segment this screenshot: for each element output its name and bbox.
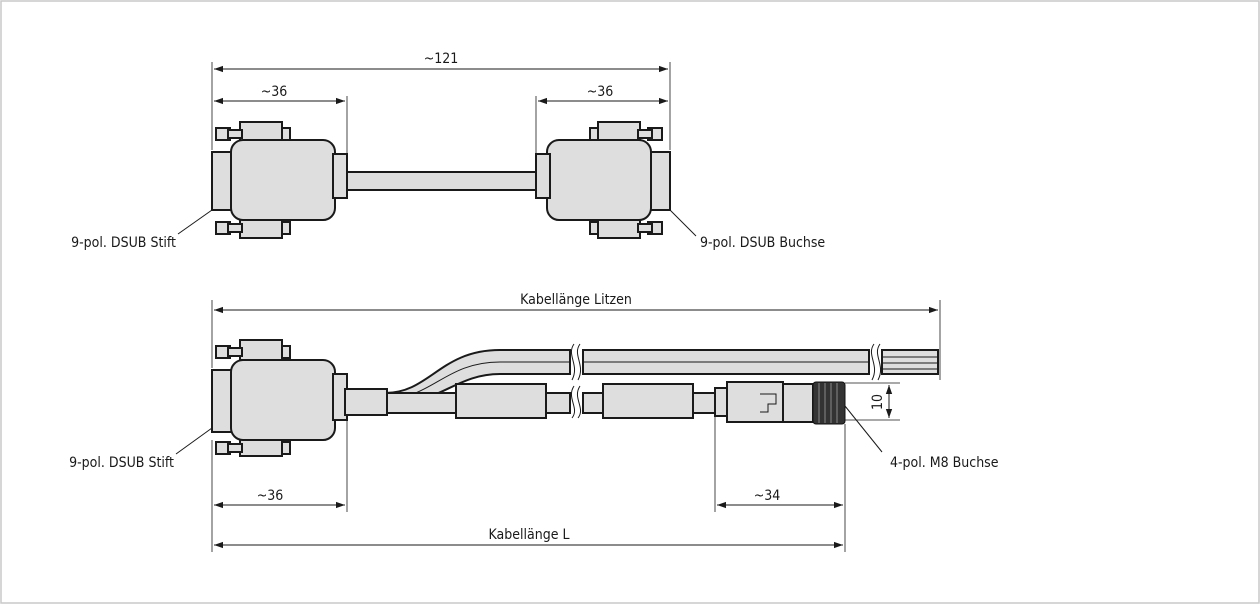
right-dsub-connector (535, 121, 671, 239)
ferrite-core-left (455, 383, 547, 419)
left-dsub-connector (211, 121, 348, 239)
right-connector-width-label: ~36 (587, 84, 614, 100)
m8-diameter-label: 10 (870, 394, 886, 410)
strand-length-label: Kabellänge Litzen (520, 292, 632, 308)
bottom-connector-width-label: ~36 (257, 488, 284, 504)
bottom-cable-assembly: Kabellänge Litzen (69, 292, 999, 552)
cable-length-label: Kabellänge L (489, 527, 570, 543)
m8-connector (714, 381, 846, 425)
m8-length-label: ~34 (754, 488, 781, 504)
top-cable-sheath (344, 171, 541, 191)
m8-connector-label: 4-pol. M8 Buchse (890, 455, 999, 471)
left-connector-width-label: ~36 (261, 84, 288, 100)
bottom-dsub-connector (211, 339, 388, 457)
overall-length-label: ~121 (424, 51, 459, 67)
bottom-connector-label: 9-pol. DSUB Stift (69, 455, 174, 471)
top-cable-assembly: ~121 ~36 ~36 (71, 51, 825, 251)
top-left-connector-label: 9-pol. DSUB Stift (71, 235, 176, 251)
top-right-connector-label: 9-pol. DSUB Buchse (700, 235, 825, 251)
ferrite-core-right (602, 383, 694, 419)
m8-knurled-nut (812, 381, 846, 425)
